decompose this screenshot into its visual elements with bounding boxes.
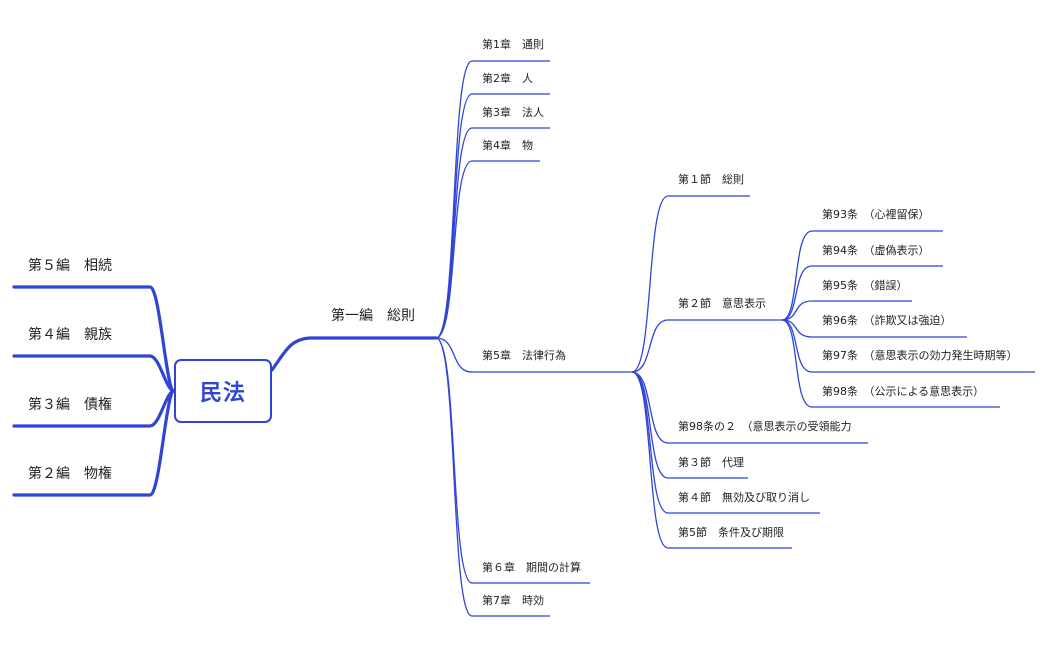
connector-chapter-5 [435, 337, 632, 373]
connector-section-1 [631, 195, 750, 373]
node-article-93[interactable]: 第93条 （心裡留保） [822, 208, 930, 221]
connector-book4 [12, 354, 176, 393]
connector-chapter-7 [435, 337, 550, 617]
connector-article-3 [781, 300, 912, 321]
node-book1[interactable]: 第一編 総則 [331, 308, 415, 324]
connector-article-6 [781, 319, 1000, 408]
node-chapter-5[interactable]: 第5章 法律行為 [482, 349, 566, 362]
node-article-96[interactable]: 第96条 （詐欺又は強迫） [822, 314, 952, 327]
left-node-book4[interactable]: 第４編 親族 [28, 327, 112, 343]
node-article-94[interactable]: 第94条 （虚偽表示） [822, 244, 930, 257]
node-section-5[interactable]: 第5節 条件及び期限 [678, 526, 784, 539]
connector-book1 [270, 336, 438, 372]
root-node[interactable]: 民法 [174, 359, 272, 423]
node-article-97[interactable]: 第97条 （意思表示の効力発生時期等） [822, 349, 1018, 362]
node-article-98-2[interactable]: 第98条の２ （意思表示の受領能力 [678, 420, 852, 433]
root-node-label: 民法 [199, 381, 246, 406]
connector-book5 [12, 285, 176, 393]
connector-article-4 [781, 319, 967, 338]
node-section-1[interactable]: 第１節 総則 [678, 173, 744, 186]
connector-article-2 [781, 265, 943, 321]
node-chapter-1[interactable]: 第1章 通則 [482, 38, 544, 51]
connector-section-2 [631, 319, 782, 373]
node-chapter-3[interactable]: 第3章 法人 [482, 106, 544, 119]
node-chapter-4[interactable]: 第4章 物 [482, 139, 533, 152]
node-section-2[interactable]: 第２節 意思表示 [678, 297, 766, 310]
connector-chapter-4 [435, 160, 540, 339]
connector-section-6 [631, 371, 792, 549]
node-section-3[interactable]: 第３節 代理 [678, 456, 744, 469]
connector-chapter-1 [435, 60, 550, 339]
node-article-98[interactable]: 第98条 （公示による意思表示） [822, 385, 985, 398]
left-node-book2[interactable]: 第２編 物権 [28, 466, 112, 482]
node-chapter-2[interactable]: 第2章 人 [482, 72, 533, 85]
connector-chapter-6 [435, 337, 590, 584]
left-node-book3[interactable]: 第３編 債権 [28, 397, 112, 413]
node-chapter-6[interactable]: 第６章 期間の計算 [482, 561, 581, 574]
left-node-book5[interactable]: 第５編 相続 [28, 258, 112, 274]
node-article-95[interactable]: 第95条 （錯誤） [822, 279, 908, 292]
connector-book2 [12, 389, 176, 497]
node-chapter-7[interactable]: 第7章 時効 [482, 594, 544, 607]
connector-article-5 [781, 319, 1035, 373]
connector-article-1 [781, 230, 943, 321]
node-section-4[interactable]: 第４節 無効及び取り消し [678, 491, 810, 504]
